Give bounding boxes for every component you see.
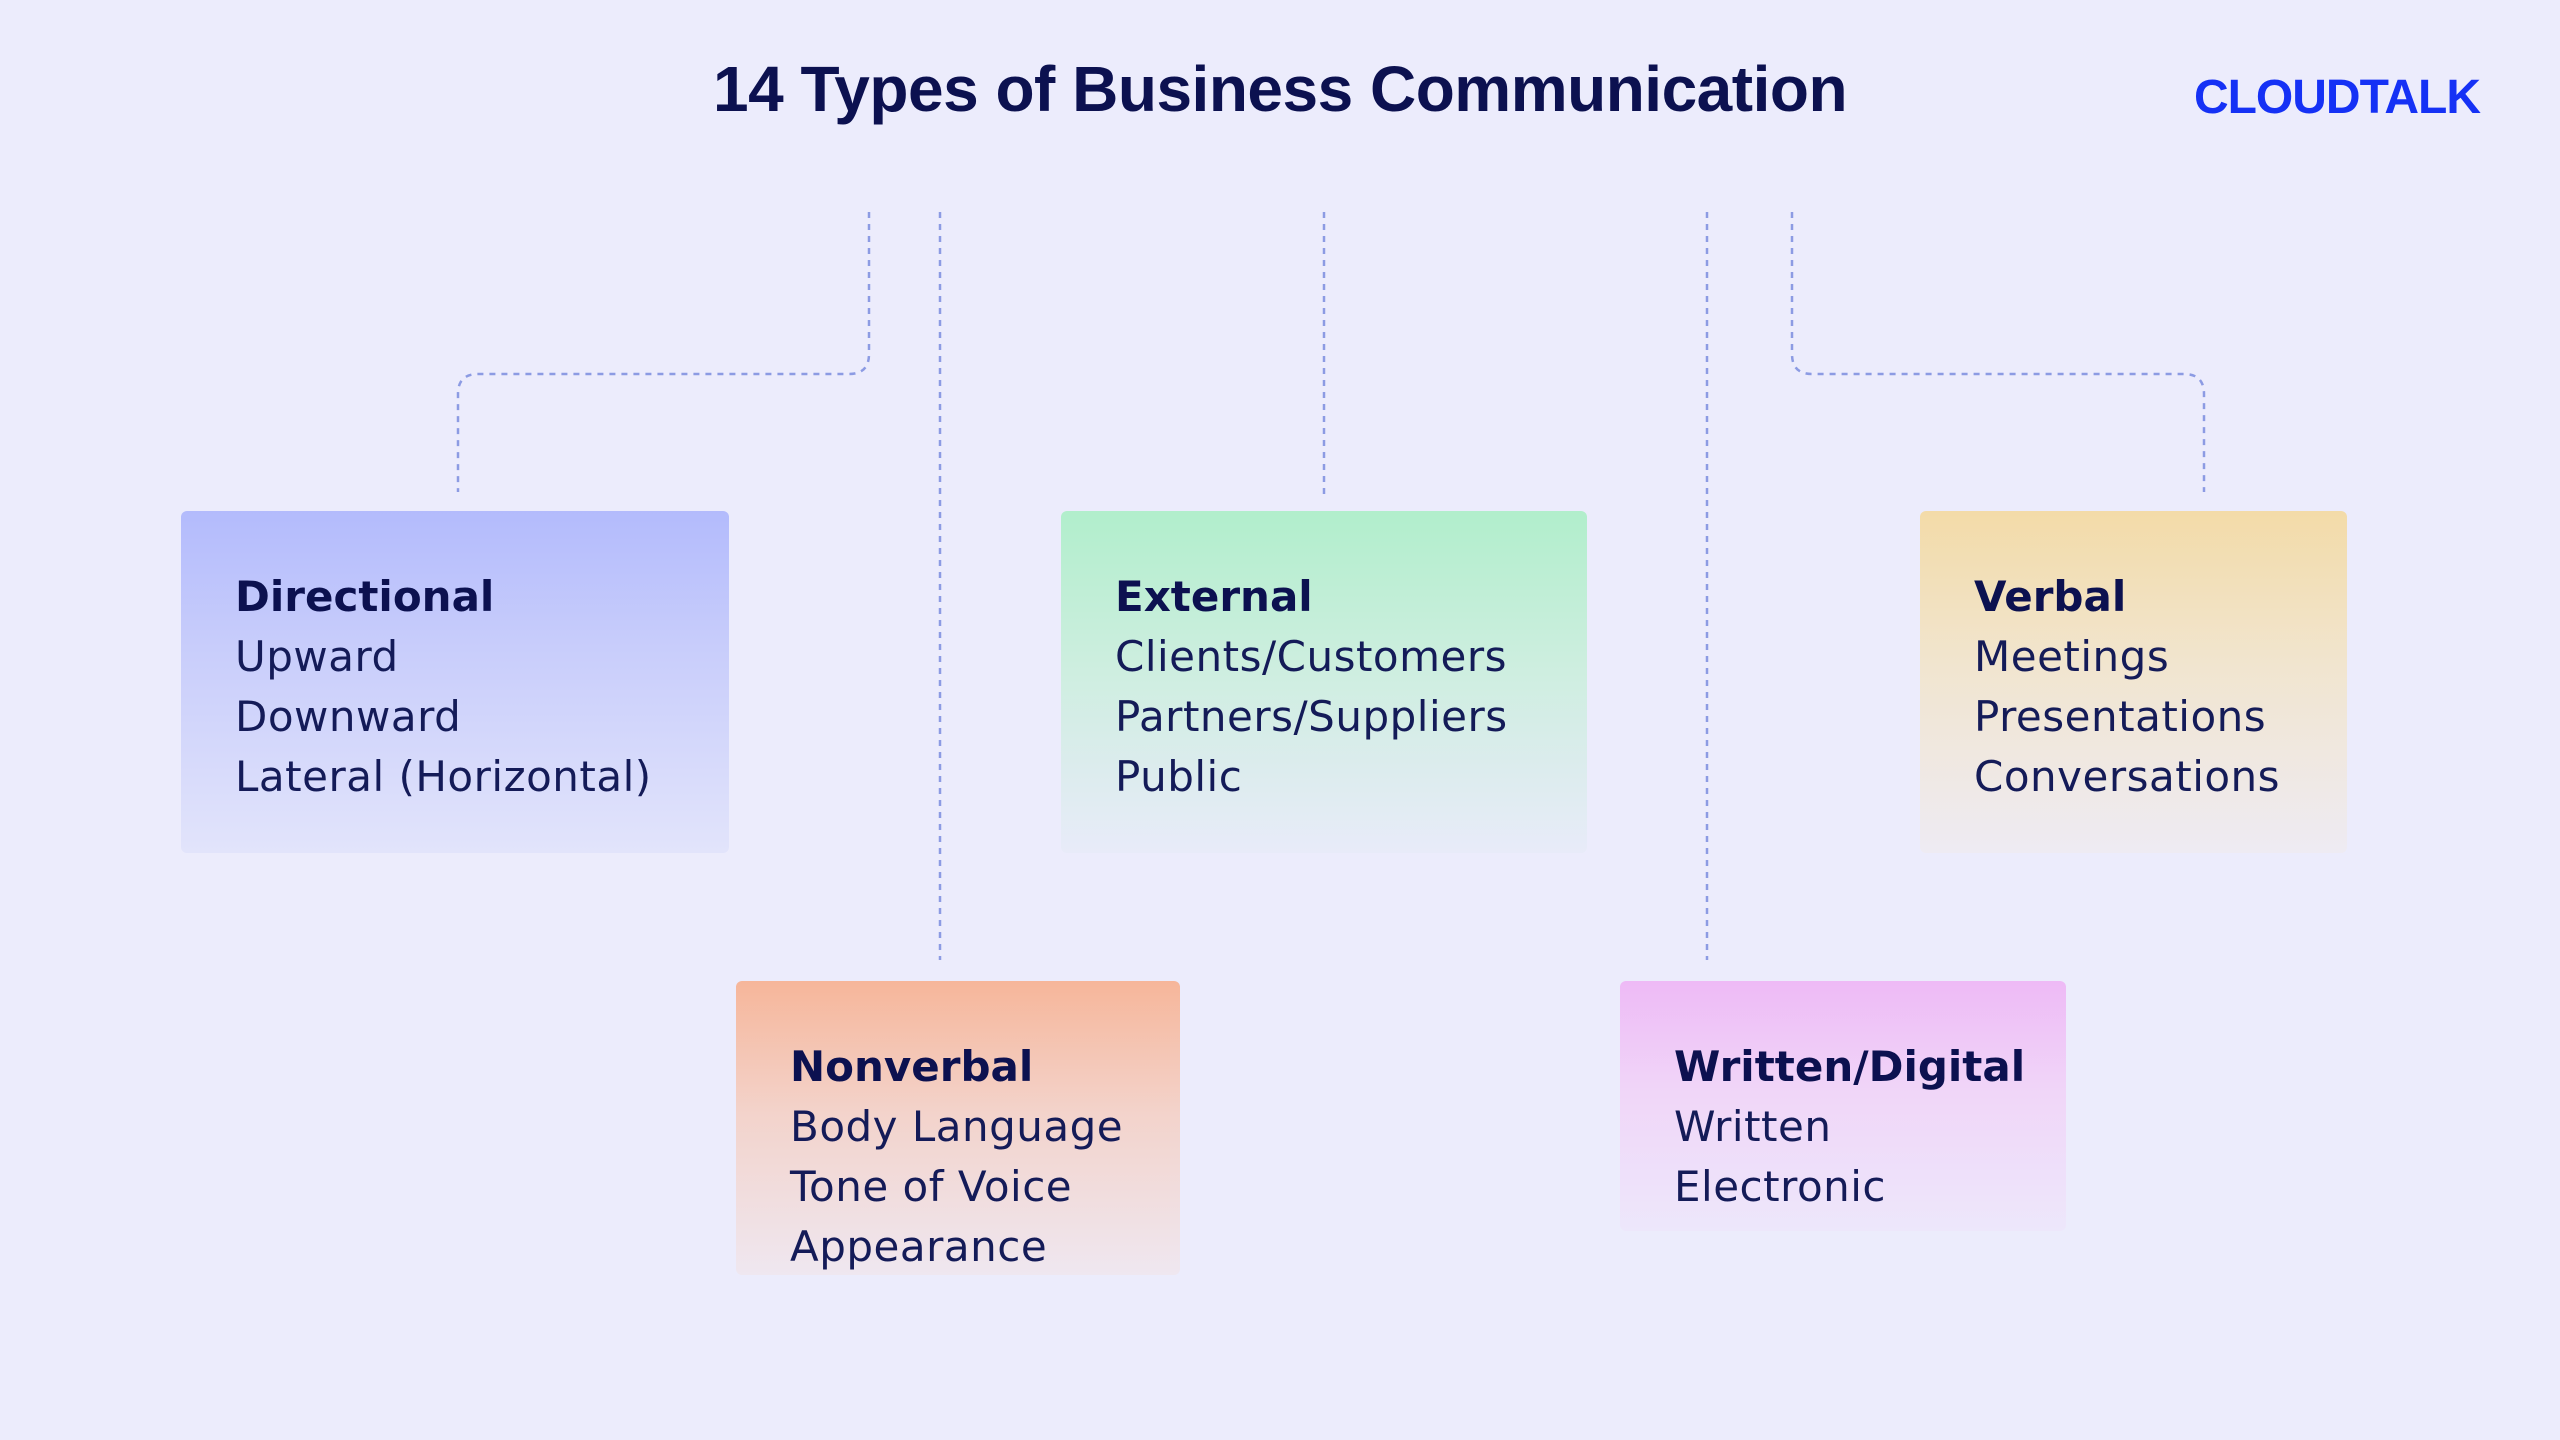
card-directional: Directional Upward Downward Lateral (Hor…	[181, 511, 729, 853]
list-item: Meetings	[1974, 632, 2170, 681]
card-verbal: Verbal Meetings Presentations Conversati…	[1920, 511, 2347, 853]
card-title-external: External	[1115, 572, 1313, 621]
list-item: Tone of Voice	[790, 1162, 1073, 1211]
list-item: Lateral (Horizontal)	[235, 752, 652, 801]
list-item: Partners/Suppliers	[1115, 692, 1508, 741]
list-item: Public	[1115, 752, 1243, 801]
card-title-verbal: Verbal	[1974, 572, 2127, 621]
connector-directional	[456, 212, 871, 492]
list-item: Written	[1674, 1102, 1832, 1151]
page-title: 14 Types of Business Communication	[712, 53, 1848, 125]
card-written-digital: Written/Digital Written Electronic	[1620, 981, 2066, 1231]
card-title-directional: Directional	[235, 572, 495, 621]
list-item: Downward	[235, 692, 462, 741]
list-item: Upward	[235, 632, 399, 681]
cloudtalk-logo: CLOUDTALK	[2193, 71, 2481, 124]
connector-verbal	[1790, 212, 2206, 492]
list-item: Clients/Customers	[1115, 632, 1508, 681]
card-title-nonverbal: Nonverbal	[790, 1042, 1034, 1091]
list-item: Appearance	[790, 1222, 1048, 1271]
list-item: Presentations	[1974, 692, 2267, 741]
card-title-written-digital: Written/Digital	[1674, 1042, 2026, 1091]
card-nonverbal: Nonverbal Body Language Tone of Voice Ap…	[736, 981, 1180, 1275]
list-item: Electronic	[1674, 1162, 1887, 1211]
list-item: Conversations	[1974, 752, 2281, 801]
list-item: Body Language	[790, 1102, 1124, 1151]
card-external: External Clients/Customers Partners/Supp…	[1061, 511, 1587, 853]
